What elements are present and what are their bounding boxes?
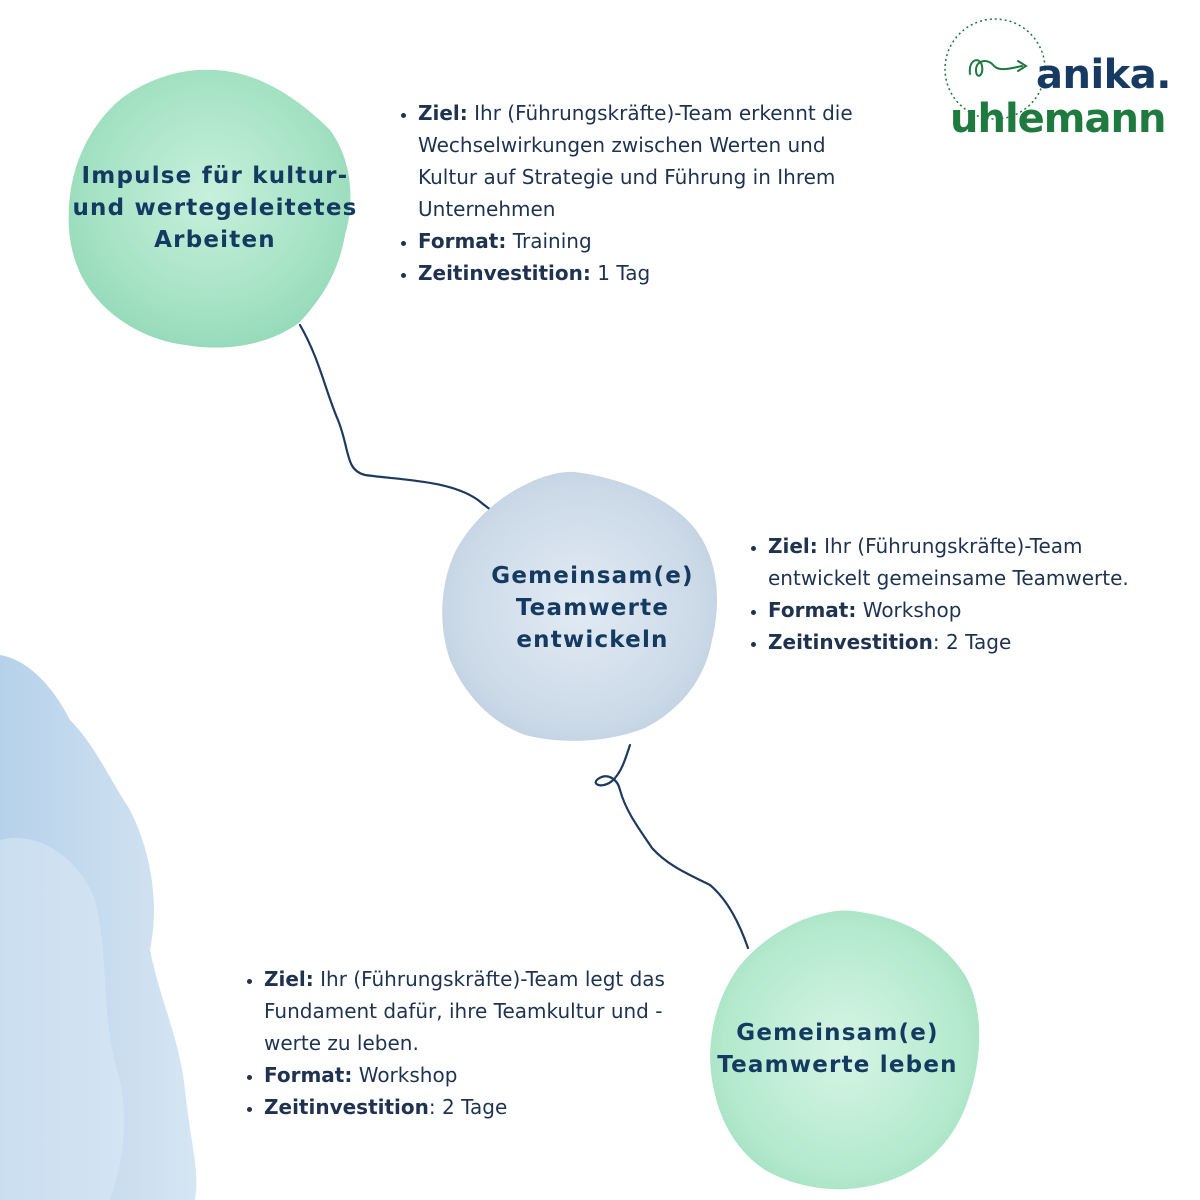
step-3-goal-text: Ihr (Führungskräfte)-Team legt das Funda… xyxy=(264,967,665,1055)
step-2-title: Gemeinsam(e) Teamwerte entwickeln xyxy=(491,563,694,653)
step-2-format-value: Workshop xyxy=(862,598,962,622)
step-2-time: Zeitinvestition: 2 Tage xyxy=(768,626,1180,658)
step-2-details: Ziel: Ihr (Führungskräfte)-Team entwicke… xyxy=(740,530,1180,658)
blob-step-2 xyxy=(442,471,718,741)
step-2-goal: Ziel: Ihr (Führungskräfte)-Team entwicke… xyxy=(768,530,1180,594)
step-1-format-value: Training xyxy=(512,229,592,253)
logo-text-top: anika. xyxy=(1036,52,1171,98)
step-1-time-label: Zeitinvestition: xyxy=(418,261,591,285)
step-1-time-value: 1 Tag xyxy=(597,261,651,285)
step-1-format: Format: Training xyxy=(418,225,870,257)
step-3-time-label: Zeitinvestition xyxy=(264,1095,429,1119)
step-1-time: Zeitinvestition: 1 Tag xyxy=(418,257,870,289)
logo-text-bottom: uhlemann xyxy=(950,96,1166,142)
step-3-time: Zeitinvestition: 2 Tage xyxy=(264,1091,706,1123)
step-1-goal: Ziel: Ihr (Führungskräfte)-Team erkennt … xyxy=(418,97,870,225)
connector-line-2 xyxy=(594,743,750,950)
step-2-goal-label: Ziel: xyxy=(768,534,818,558)
step-1-goal-text: Ihr (Führungskräfte)-Team erkennt die We… xyxy=(418,101,853,221)
step-3-details: Ziel: Ihr (Führungskräfte)-Team legt das… xyxy=(236,963,706,1123)
step-2-time-value: : 2 Tage xyxy=(932,630,1012,654)
step-3-format: Format: Workshop xyxy=(264,1059,706,1091)
blob-step-1 xyxy=(68,69,351,348)
corner-watercolor-wash-light xyxy=(0,838,125,1200)
step-2-goal-text: Ihr (Führungskräfte)-Team entwickelt gem… xyxy=(768,534,1129,590)
logo-signature-icon xyxy=(944,18,1046,120)
step-3-format-label: Format: xyxy=(264,1063,353,1087)
step-2-time-label: Zeitinvestition xyxy=(768,630,933,654)
connector-line-1 xyxy=(298,323,507,522)
step-3-format-value: Workshop xyxy=(358,1063,458,1087)
step-1-details: Ziel: Ihr (Führungskräfte)-Team erkennt … xyxy=(390,97,870,289)
step-3-title: Gemeinsam(e) Teamwerte leben xyxy=(717,1020,958,1078)
step-1-title: Impulse für kultur- und wertegeleitetes … xyxy=(72,163,358,253)
step-2-format-label: Format: xyxy=(768,598,857,622)
step-3-goal-label: Ziel: xyxy=(264,967,314,991)
blob-step-3 xyxy=(710,910,980,1190)
step-3-goal: Ziel: Ihr (Führungskräfte)-Team legt das… xyxy=(264,963,706,1059)
company-logo: anika. uhlemann xyxy=(940,14,1190,144)
step-1-goal-label: Ziel: xyxy=(418,101,468,125)
step-2-format: Format: Workshop xyxy=(768,594,1180,626)
step-1-format-label: Format: xyxy=(418,229,507,253)
step-3-time-value: : 2 Tage xyxy=(428,1095,508,1119)
